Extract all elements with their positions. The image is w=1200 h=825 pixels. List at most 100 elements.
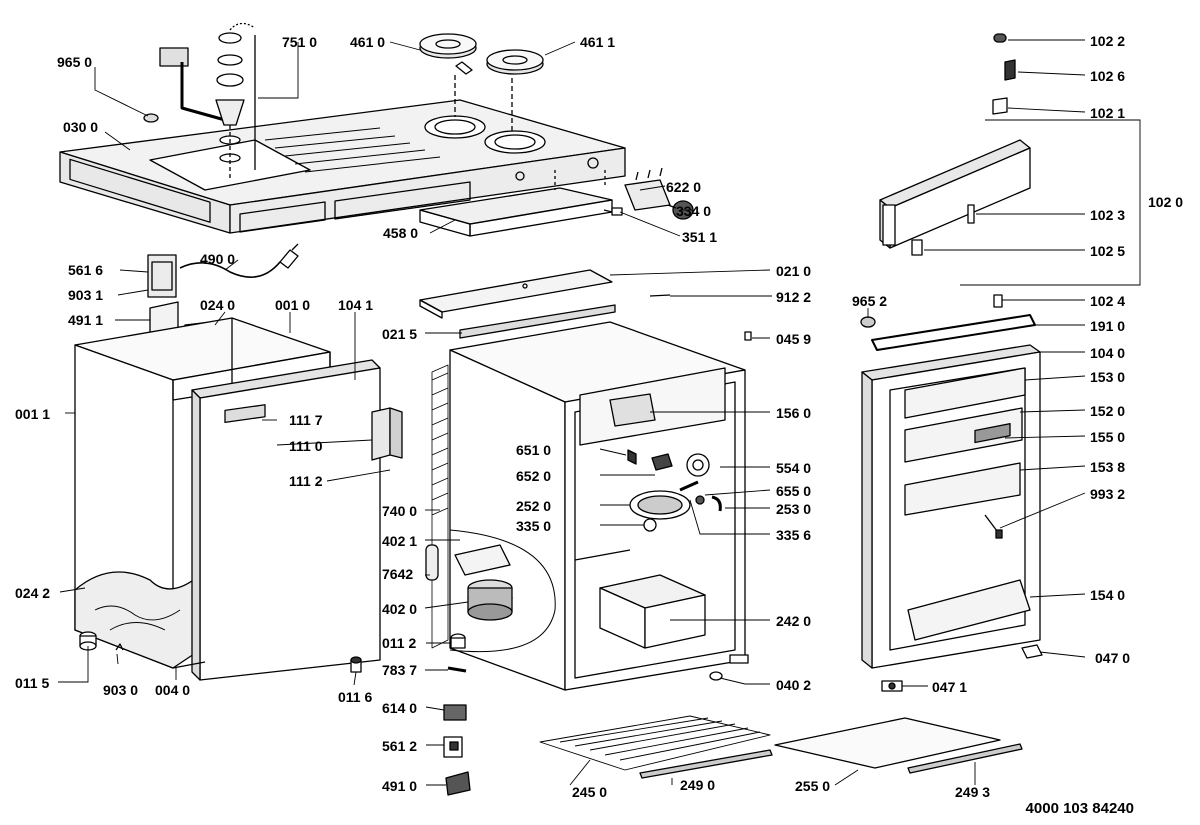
part-label: 001 1	[15, 406, 51, 422]
freezer-flap-1020	[879, 139, 1031, 249]
cabinet-door	[191, 359, 381, 681]
part-label: 490 0	[200, 251, 236, 267]
fridge-door	[861, 314, 1041, 669]
part-label: 111 2	[289, 473, 323, 489]
part-label: 249 0	[680, 777, 716, 793]
part-label: 102 6	[1090, 68, 1126, 84]
power-cord	[179, 261, 281, 278]
part-label: 965 0	[57, 54, 93, 70]
switch-box-6220	[624, 167, 671, 211]
part-label: 245 0	[572, 784, 608, 800]
part-label: 102 0	[1148, 194, 1184, 210]
part-label: 622 0	[666, 179, 702, 195]
latch-1021	[992, 97, 1008, 115]
rod-7837	[447, 666, 467, 673]
part-label: 021 0	[776, 263, 812, 279]
part-label: 651 0	[516, 442, 552, 458]
part-label: 652 0	[516, 468, 552, 484]
part-label: 252 0	[516, 498, 552, 514]
part-label: 104 1	[338, 297, 374, 313]
part-label: 783 7	[382, 662, 418, 678]
part-label: 102 2	[1090, 33, 1126, 49]
part-label: 561 6	[68, 262, 104, 278]
part-label: 047 0	[1095, 650, 1131, 666]
part-label: 461 0	[350, 34, 386, 50]
hotplate-4611	[486, 49, 544, 75]
part-label: 335 6	[776, 527, 812, 543]
door-hinge	[371, 407, 403, 461]
part-label: 011 6	[338, 689, 373, 705]
part-label: 993 2	[1090, 486, 1126, 502]
relay-6140	[443, 704, 467, 721]
part-label: 351 1	[682, 229, 718, 245]
part-label: 740 0	[382, 503, 418, 519]
fridge-cabinet	[449, 321, 746, 691]
part-label: 152 0	[1090, 403, 1126, 419]
part-label: 614 0	[382, 700, 418, 716]
part-label: 004 0	[155, 682, 191, 698]
part-label: 011 2	[382, 635, 417, 651]
part-label: 334 0	[676, 203, 712, 219]
top-cover-0210	[419, 269, 616, 339]
part-label: 655 0	[776, 483, 812, 499]
part-label: 965 2	[852, 293, 888, 309]
glass-shelf-2550	[774, 717, 1001, 769]
part-label: 024 0	[200, 297, 236, 313]
foot-0116	[350, 656, 362, 673]
part-label: 242 0	[776, 613, 812, 629]
screw-9122	[649, 294, 671, 297]
part-label: 104 0	[1090, 345, 1126, 361]
part-label: 335 0	[516, 518, 552, 534]
part-label: 191 0	[1090, 318, 1126, 334]
part-label: 461 1	[580, 34, 616, 50]
part-label: 903 0	[103, 682, 139, 698]
part-label: 040 2	[776, 677, 812, 693]
part-label: 253 0	[776, 501, 812, 517]
part-label: 402 1	[382, 533, 418, 549]
part-label: 249 3	[955, 784, 991, 800]
hotplate-4610	[419, 33, 477, 75]
foot-0470	[1021, 644, 1043, 659]
foot-0402	[709, 654, 749, 681]
pin-3511	[603, 207, 623, 216]
wire-shelf-2450	[539, 715, 771, 771]
part-label: 045 9	[776, 331, 812, 347]
part-label: 912 2	[776, 289, 812, 305]
trim-2493	[907, 743, 1023, 774]
part-label: 554 0	[776, 460, 812, 476]
hinge-1022	[993, 33, 1007, 43]
part-label: 111 7	[289, 412, 323, 428]
part-label: 402 0	[382, 601, 418, 617]
screw-9030	[115, 643, 124, 651]
part-label: 102 3	[1090, 207, 1126, 223]
part-1025	[911, 239, 923, 256]
part-label: 011 5	[15, 675, 50, 691]
part-label: 491 0	[382, 778, 418, 794]
hinge-1026	[1004, 59, 1016, 81]
leader-lines	[58, 39, 1141, 786]
part-label: 102 5	[1090, 243, 1126, 259]
part-label: 491 1	[68, 312, 104, 328]
thermostat-controls	[627, 449, 722, 532]
faucet-drain-parts	[159, 22, 256, 180]
part-label: 021 5	[382, 326, 418, 342]
part-label: 024 2	[15, 585, 51, 601]
part-label: 154 0	[1090, 587, 1126, 603]
document-number: 4000 103 84240	[1025, 800, 1134, 817]
part-label: 047 1	[932, 679, 968, 695]
clip-0459	[744, 331, 752, 341]
part-1024	[993, 294, 1003, 308]
cabinet-shell	[74, 317, 331, 669]
part-label: 030 0	[63, 119, 99, 135]
compressor-detail	[425, 529, 556, 653]
part-label: 903 1	[68, 287, 104, 303]
part-label: 153 0	[1090, 369, 1126, 385]
terminal-5612	[443, 736, 463, 758]
part-label: 7642	[382, 566, 414, 582]
worktop-assembly	[59, 99, 626, 234]
part-label: 102 1	[1090, 105, 1126, 121]
part-label: 153 8	[1090, 459, 1126, 475]
duct-4580	[419, 187, 613, 237]
